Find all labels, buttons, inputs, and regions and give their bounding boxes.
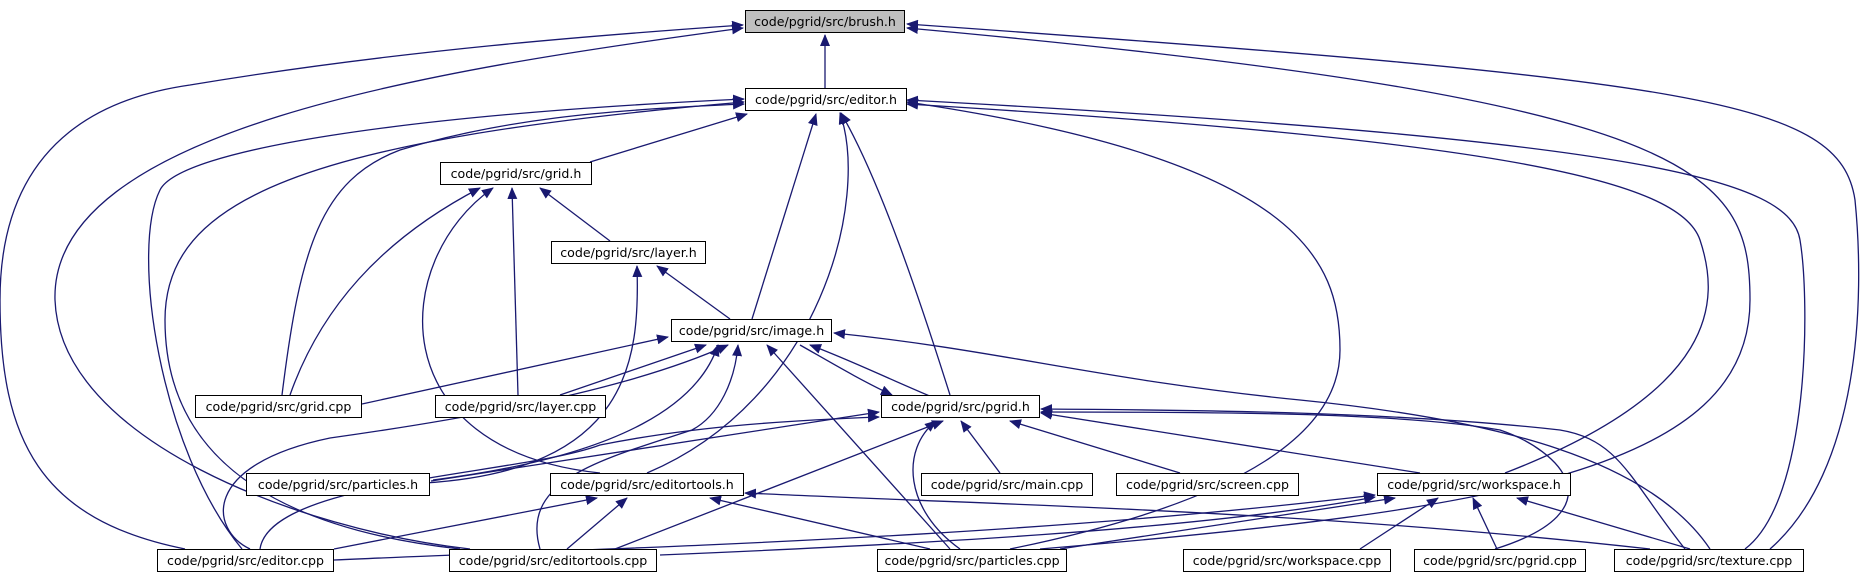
node-brush-h[interactable]: code/pgrid/src/brush.h bbox=[745, 10, 905, 33]
edge-grid-cpp-includes-image-h bbox=[361, 334, 669, 405]
node-screen-cpp[interactable]: code/pgrid/src/screen.cpp bbox=[1116, 473, 1299, 496]
node-main-cpp[interactable]: code/pgrid/src/main.cpp bbox=[921, 473, 1093, 496]
edge-texture-cpp-includes-editor-h bbox=[906, 95, 1806, 550]
node-editor-cpp[interactable]: code/pgrid/src/editor.cpp bbox=[157, 549, 334, 572]
edge-workspace-h-includes-editor-h bbox=[906, 99, 1709, 474]
edge-texture-cpp-includes-pgrid-h bbox=[1040, 404, 1686, 550]
edge-workspace-h-includes-pgrid-h bbox=[1040, 409, 1421, 474]
node-workspace-h[interactable]: code/pgrid/src/workspace.h bbox=[1377, 473, 1571, 496]
edge-grid-cpp-includes-editor-h bbox=[281, 99, 745, 396]
node-editortools-h[interactable]: code/pgrid/src/editortools.h bbox=[550, 473, 744, 496]
edge-pgrid-h-includes-image-h bbox=[809, 344, 933, 398]
edge-editor-cpp-includes-editor-h bbox=[147, 94, 745, 550]
edge-particles-cpp-includes-editortools-h bbox=[709, 495, 931, 550]
edge-particles-h-includes-pgrid-h bbox=[430, 408, 880, 482]
edge-editor-cpp-includes-pgrid-h bbox=[259, 412, 880, 550]
node-particles-cpp[interactable]: code/pgrid/src/particles.cpp bbox=[877, 549, 1067, 572]
edge-texture-cpp-includes-workspace-h bbox=[1516, 496, 1691, 550]
edge-particles-h-includes-image-h bbox=[432, 344, 720, 481]
edge-image-h-includes-pgrid-h bbox=[799, 344, 893, 396]
node-layer-cpp[interactable]: code/pgrid/src/layer.cpp bbox=[435, 395, 606, 418]
edge-editor-cpp-includes-editortools-h bbox=[333, 495, 598, 550]
node-image-h[interactable]: code/pgrid/src/image.h bbox=[671, 319, 832, 342]
edge-editortools-cpp-includes-pgrid-h bbox=[614, 420, 944, 550]
edge-editortools-h-includes-grid-h bbox=[421, 187, 601, 474]
edge-particles-h-includes-layer-h bbox=[424, 265, 643, 484]
node-particles-h[interactable]: code/pgrid/src/particles.h bbox=[246, 473, 430, 496]
edge-editor-cpp-includes-image-h bbox=[222, 344, 729, 550]
node-editortools-cpp[interactable]: code/pgrid/src/editortools.cpp bbox=[449, 549, 657, 572]
edge-editortools-cpp-includes-editortools-h bbox=[566, 497, 628, 550]
edge-layer-h-includes-grid-h bbox=[539, 187, 611, 242]
node-texture-cpp[interactable]: code/pgrid/src/texture.cpp bbox=[1614, 549, 1804, 572]
edge-texture-cpp-includes-image-h bbox=[833, 329, 1711, 550]
edge-particles-cpp-includes-image-h bbox=[766, 344, 951, 550]
node-grid-cpp[interactable]: code/pgrid/src/grid.cpp bbox=[195, 395, 362, 418]
edge-pgrid-h-includes-editor-h bbox=[840, 112, 951, 396]
edge-layer-cpp-includes-image-h bbox=[559, 343, 707, 396]
edge-particles-cpp-includes-workspace-h bbox=[1059, 494, 1396, 550]
node-pgrid-cpp[interactable]: code/pgrid/src/pgrid.cpp bbox=[1414, 549, 1586, 572]
edge-texture-cpp-includes-editortools-h bbox=[744, 488, 1651, 550]
edge-grid-h-includes-editor-h bbox=[589, 112, 748, 163]
edge-editortools-cpp-includes-image-h bbox=[536, 344, 743, 550]
node-layer-h[interactable]: code/pgrid/src/layer.h bbox=[551, 241, 706, 264]
node-pgrid-h[interactable]: code/pgrid/src/pgrid.h bbox=[881, 395, 1040, 418]
edge-image-h-includes-layer-h bbox=[656, 265, 731, 320]
edge-editortools-cpp-includes-workspace-h bbox=[659, 494, 1376, 556]
edge-texture-cpp-includes-brush-h bbox=[906, 19, 1860, 550]
edge-pgrid-cpp-includes-workspace-h bbox=[1472, 497, 1498, 550]
edge-image-h-includes-editor-h bbox=[751, 113, 818, 320]
edge-pgrid-cpp-includes-pgrid-h bbox=[1040, 407, 1569, 550]
edge-main-cpp-includes-pgrid-h bbox=[960, 420, 1001, 474]
edge-editortools-h-includes-editor-h bbox=[646, 112, 849, 474]
edge-editor-cpp-includes-brush-h bbox=[0, 20, 744, 550]
edge-particles-cpp-includes-pgrid-h bbox=[912, 420, 961, 550]
node-grid-h[interactable]: code/pgrid/src/grid.h bbox=[440, 162, 592, 185]
edge-grid-cpp-includes-grid-h bbox=[289, 187, 481, 396]
node-workspace-cpp[interactable]: code/pgrid/src/workspace.cpp bbox=[1183, 549, 1391, 572]
edge-screen-cpp-includes-pgrid-h bbox=[1009, 419, 1181, 474]
node-editor-h[interactable]: code/pgrid/src/editor.h bbox=[745, 88, 907, 111]
edge-editortools-cpp-includes-brush-h bbox=[54, 24, 744, 550]
edge-layer-cpp-includes-grid-h bbox=[507, 187, 519, 396]
edge-workspace-cpp-includes-workspace-h bbox=[1359, 497, 1439, 550]
edge-particles-cpp-includes-brush-h bbox=[906, 24, 1751, 550]
